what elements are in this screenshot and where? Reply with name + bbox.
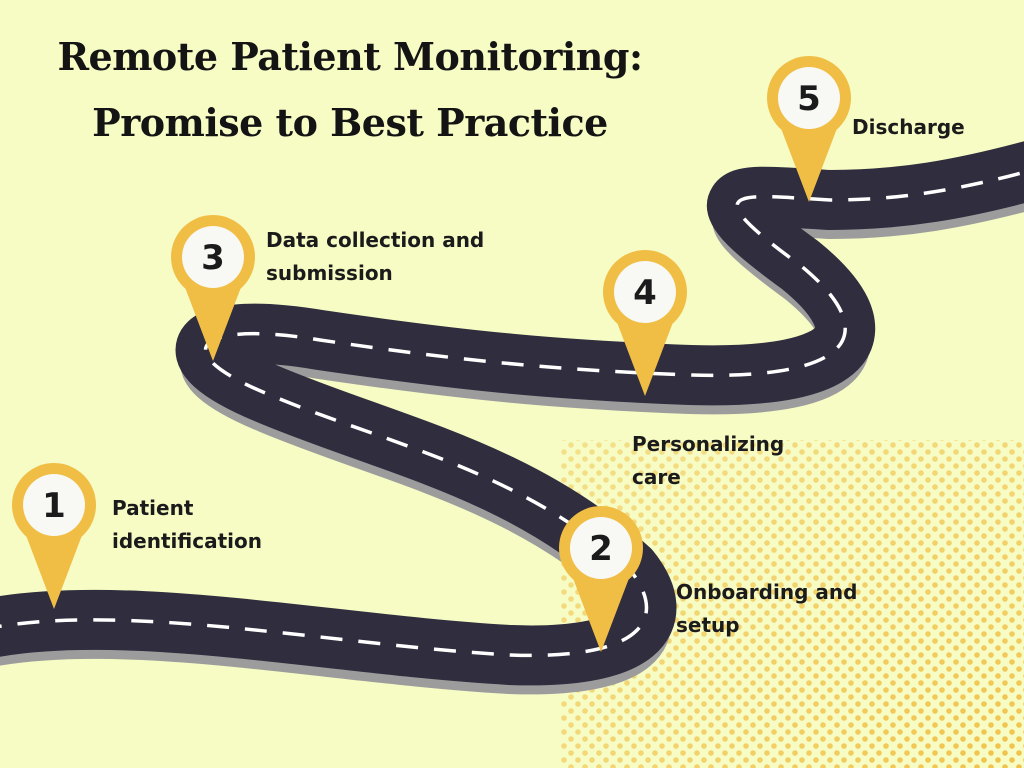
pin-2-icon: 2 — [559, 506, 643, 652]
pin-2-number: 2 — [589, 529, 613, 569]
pin-5-icon: 5 — [767, 56, 851, 202]
winding-road — [0, 141, 1024, 695]
step-5-label-line1: Discharge — [852, 115, 965, 139]
page-title-line1: Remote Patient Monitoring: — [57, 34, 643, 79]
step-3-label-line2: submission — [266, 261, 393, 285]
step-5-label: Discharge — [852, 111, 965, 144]
step-1-label-line2: identification — [112, 529, 262, 553]
lane-markings — [0, 170, 1024, 658]
step-3-label-line1: Data collection and — [266, 228, 485, 252]
pin-4-icon: 4 — [603, 250, 687, 396]
step-4-label: Personalizing care — [632, 428, 784, 494]
step-2-label-line2: setup — [676, 613, 740, 637]
step-2-label: Onboarding and setup — [676, 576, 857, 642]
pin-3-icon: 3 — [171, 215, 255, 361]
step-1-label: Patient identification — [112, 492, 262, 558]
pin-3-number: 3 — [201, 238, 225, 278]
step-3-label: Data collection and submission — [266, 224, 484, 290]
pin-1-number: 1 — [42, 486, 66, 526]
step-4-label-line2: care — [632, 465, 681, 489]
pin-5-number: 5 — [797, 79, 821, 119]
step-4-label-line1: Personalizing — [632, 432, 785, 456]
pin-4-number: 4 — [633, 273, 657, 313]
step-2-label-line1: Onboarding and — [676, 580, 858, 604]
page-title-line2: Promise to Best Practice — [92, 100, 608, 145]
pin-1-icon: 1 — [12, 463, 96, 609]
step-1-label-line1: Patient — [112, 496, 194, 520]
